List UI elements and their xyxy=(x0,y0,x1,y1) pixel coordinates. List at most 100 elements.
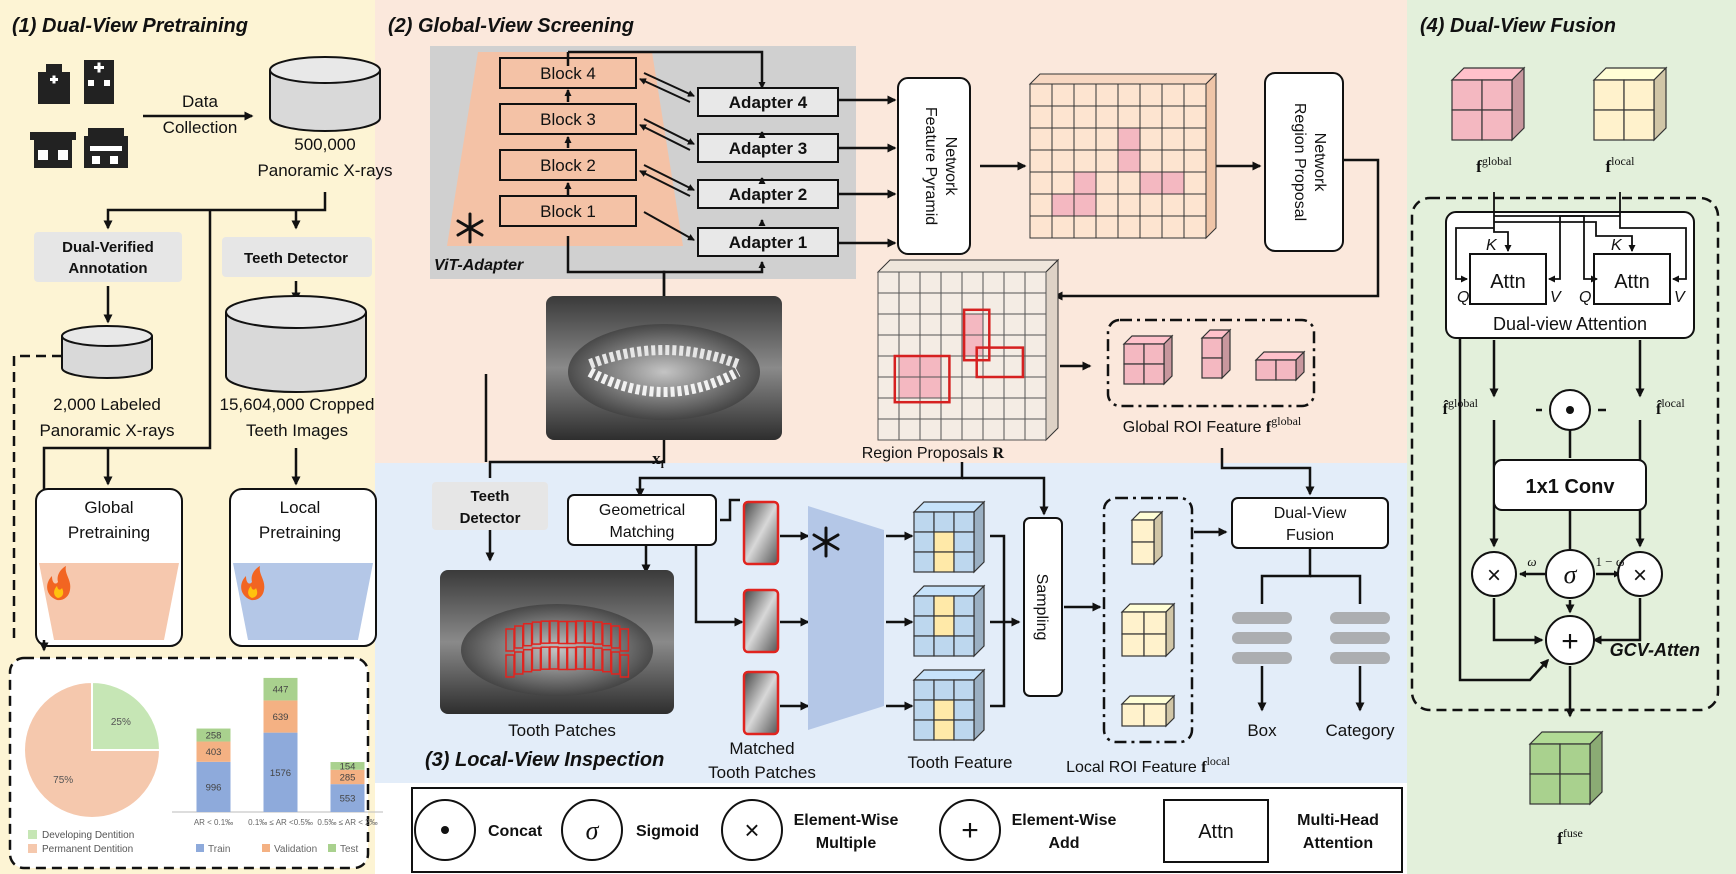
concat-legend-label: Concat xyxy=(488,823,543,840)
q-right: Q xyxy=(1579,289,1591,306)
bar-value-0-0: 996 xyxy=(206,782,222,793)
global-roi-label: Global ROI Feature fglobal xyxy=(1123,414,1302,436)
bar-value-0-2: 258 xyxy=(206,731,222,742)
adapter-block-link xyxy=(639,170,691,197)
feature-map-cell xyxy=(1095,171,1119,195)
proposal-grid-cell xyxy=(877,292,900,315)
proposal-grid-cell xyxy=(877,418,900,441)
gcv-atten-label: GCV-Atten xyxy=(1610,640,1700,660)
labeled-name-label: Panoramic X-rays xyxy=(39,421,174,440)
local-roi-cube xyxy=(1120,694,1176,728)
proposal-grid-cell xyxy=(940,292,963,315)
feature-map-cell xyxy=(1029,171,1053,195)
db-name-label: Panoramic X-rays xyxy=(257,161,392,180)
tooth-patch-box xyxy=(584,646,594,670)
feature-map-cell xyxy=(1095,215,1119,239)
bar-2-1 xyxy=(330,769,365,785)
bar-legend-label-2: Test xyxy=(340,844,359,855)
feature-map-cell xyxy=(1183,149,1207,173)
pie-slice-label-0: 25% xyxy=(111,717,131,728)
vit-block-label-2: Block 2 xyxy=(540,156,596,175)
vit-block-2 xyxy=(499,149,637,181)
tooth-feature-cube xyxy=(912,584,986,658)
feature-map-cell xyxy=(1183,193,1207,217)
tooth-patch-box xyxy=(610,625,621,649)
feature-map-cell xyxy=(1183,83,1207,107)
adapter-label-2: Adapter 2 xyxy=(729,185,807,204)
proposal-grid-cell xyxy=(940,313,963,336)
rpn-to-proposals-arrow xyxy=(1053,158,1380,301)
feature-map-cell xyxy=(1117,149,1141,173)
feature-map-cell xyxy=(1073,193,1097,217)
data-collection-label-1: Data xyxy=(182,92,218,111)
bar-category-label-0: AR < 0.1‰ xyxy=(194,818,233,827)
feature-map-cell xyxy=(1073,149,1097,173)
proposal-grid-cell xyxy=(940,334,963,357)
bar-value-0-1: 403 xyxy=(206,747,222,758)
tooth-patch-box xyxy=(505,628,515,652)
svg-text:σ: σ xyxy=(586,816,600,845)
box-output-label: Box xyxy=(1247,721,1277,740)
proposal-grid-cell xyxy=(898,418,921,441)
f-fuse-cube xyxy=(1528,730,1604,806)
geo-matching-label-1: Geometrical xyxy=(599,502,685,519)
region-proposal-network-box xyxy=(1264,72,1344,252)
tooth-patch-box xyxy=(619,654,630,678)
proposal-grid-cell xyxy=(1024,355,1047,378)
rpn-label-1: Region Proposal xyxy=(1291,103,1308,221)
geo-matching-label-2: Matching xyxy=(610,524,675,541)
f-fuse-label: ffuse xyxy=(1557,826,1583,848)
adapter-label-1: Adapter 1 xyxy=(729,233,807,252)
proposal-grid-cell xyxy=(982,271,1005,294)
proposal-grid-cell xyxy=(940,271,963,294)
proposal-grid-cell xyxy=(1003,418,1026,441)
k-right: K xyxy=(1611,237,1623,254)
feature-map-cell xyxy=(1139,127,1163,151)
bar-2-0 xyxy=(330,784,365,812)
f-global-cube xyxy=(1450,66,1526,142)
f-hat-local-label: f̂local xyxy=(1656,396,1685,418)
p3-flow-lines xyxy=(484,374,1315,574)
svg-text:+: + xyxy=(1561,625,1579,658)
bar-legend-swatch-1 xyxy=(262,844,270,852)
category-head-blur xyxy=(1330,612,1390,664)
labeled-database-icon xyxy=(61,325,153,379)
ew-add-legend-label-2: Add xyxy=(1048,835,1079,852)
proposal-grid-cell xyxy=(1003,271,1026,294)
tooth-patch-box xyxy=(566,620,577,645)
bar-value-1-2: 447 xyxy=(273,685,289,696)
global-roi-cube xyxy=(1254,350,1306,382)
proposal-grid-cell xyxy=(961,397,984,420)
feature-map-cell xyxy=(1183,127,1207,151)
pie-legend-label-0: Developing Dentition xyxy=(42,830,134,841)
proposal-grid-cell xyxy=(919,271,942,294)
bar-value-2-0: 553 xyxy=(340,794,356,805)
feature-to-sampling-lines xyxy=(990,534,1021,708)
feature-map-cell xyxy=(1161,105,1185,129)
tooth-feature-cubes xyxy=(912,500,986,742)
bar-legend-swatch-2 xyxy=(328,844,336,852)
feature-map-cell xyxy=(1095,193,1119,217)
proposal-grid-cell xyxy=(919,313,942,336)
feature-map-cell xyxy=(1161,83,1185,107)
matched-patches-label-2: Tooth Patches xyxy=(708,763,816,782)
feature-map-cell xyxy=(1073,215,1097,239)
proposal-grid-side xyxy=(1045,258,1059,442)
category-output-label: Category xyxy=(1326,721,1395,740)
global-roi-cube xyxy=(1122,334,1174,386)
matched-tooth-patches xyxy=(742,500,780,736)
ew-mul-legend-label-1: Element-Wise xyxy=(794,812,899,829)
bar-legend-label-0: Train xyxy=(208,844,230,855)
tooth-feature-cube xyxy=(912,500,986,574)
proposal-grid-cell xyxy=(877,313,900,336)
xray-database-icon xyxy=(269,56,381,132)
f-local-label: flocal xyxy=(1606,154,1636,176)
feature-map-cell xyxy=(1183,171,1207,195)
block-adapter-link xyxy=(643,118,695,145)
dashed-link-to-stats xyxy=(12,354,62,640)
adapter-4 xyxy=(697,87,839,117)
bar-2-2 xyxy=(330,762,365,770)
vit-adapter-label: ViT-Adapter xyxy=(434,257,524,274)
bar-legend-label-1: Validation xyxy=(274,844,317,855)
tooth-patch-box xyxy=(575,620,586,644)
